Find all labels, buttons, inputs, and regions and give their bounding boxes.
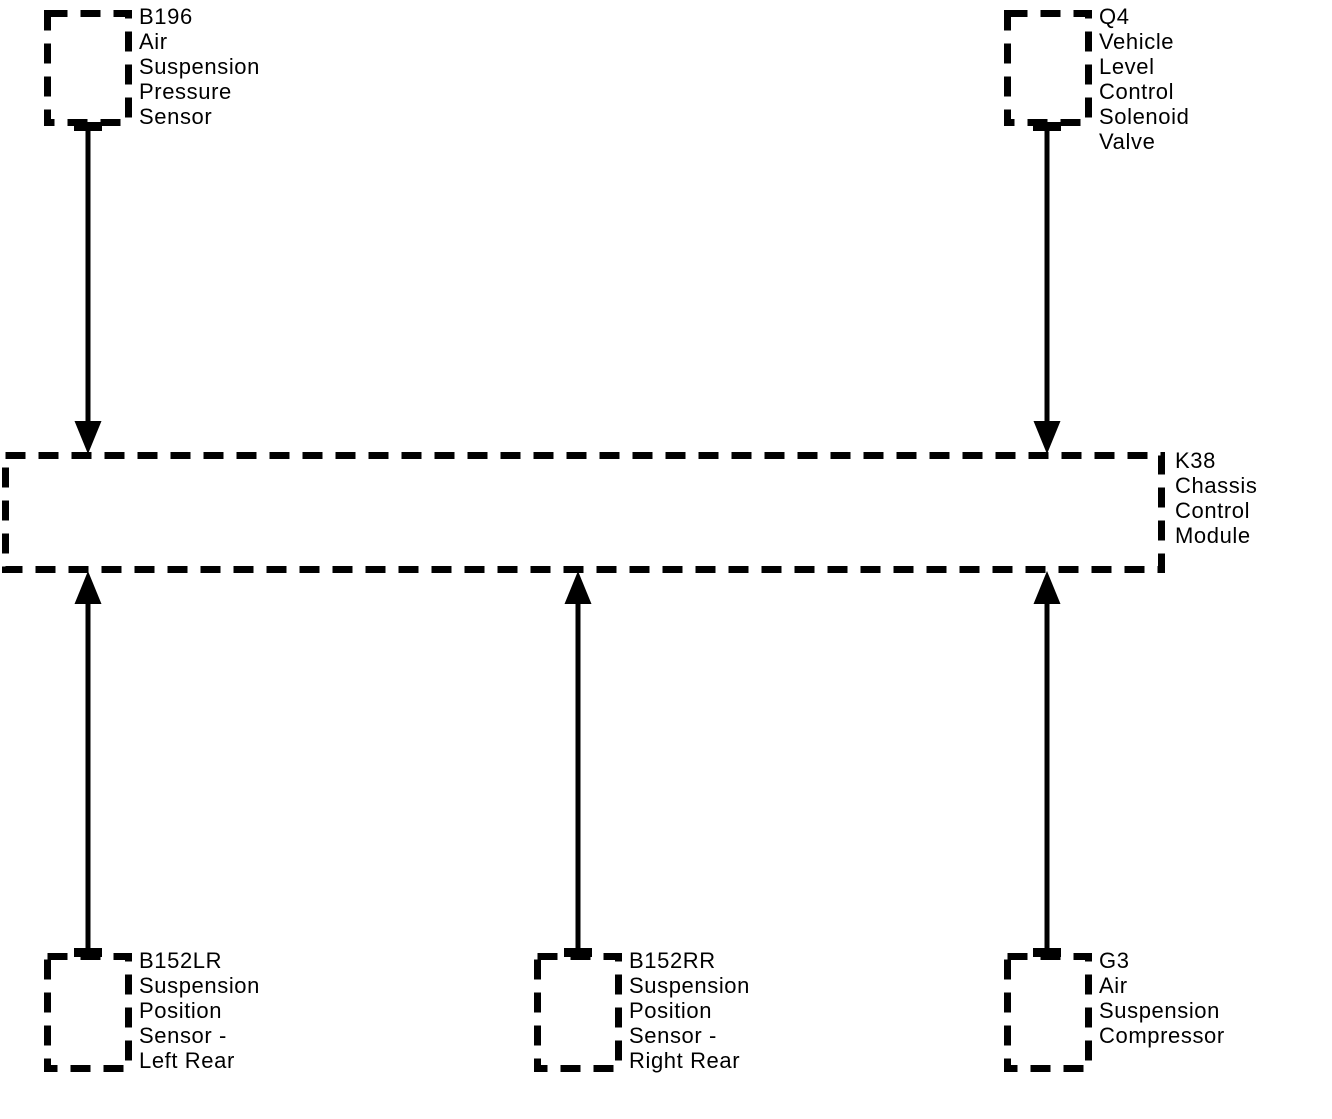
component-box-q4	[1004, 10, 1092, 126]
connector-b152lr-to-k38	[74, 571, 102, 957]
component-box-b152rr	[534, 953, 622, 1072]
label-b152rr: B152RR Suspension Position Sensor - Righ…	[629, 948, 750, 1073]
arrowhead-down-icon	[1033, 421, 1061, 454]
label-b196: B196 Air Suspension Pressure Sensor	[139, 4, 260, 129]
connector-b152rr-to-k38	[564, 571, 592, 957]
connector-b196-to-k38	[74, 122, 102, 454]
connector-g3-to-k38	[1033, 571, 1061, 957]
component-box-k38	[2, 452, 1165, 573]
label-k38: K38 Chassis Control Module	[1175, 448, 1258, 548]
component-box-b196	[44, 10, 132, 126]
connector-q4-to-k38	[1033, 122, 1061, 454]
label-g3: G3 Air Suspension Compressor	[1099, 948, 1225, 1048]
arrowhead-up-icon	[1033, 571, 1061, 604]
label-q4: Q4 Vehicle Level Control Solenoid Valve	[1099, 4, 1190, 154]
label-b152lr: B152LR Suspension Position Sensor - Left…	[139, 948, 260, 1073]
component-box-b152lr	[44, 953, 132, 1072]
arrowhead-up-icon	[564, 571, 592, 604]
arrowhead-down-icon	[74, 421, 102, 454]
arrowhead-up-icon	[74, 571, 102, 604]
component-box-g3	[1004, 953, 1092, 1072]
